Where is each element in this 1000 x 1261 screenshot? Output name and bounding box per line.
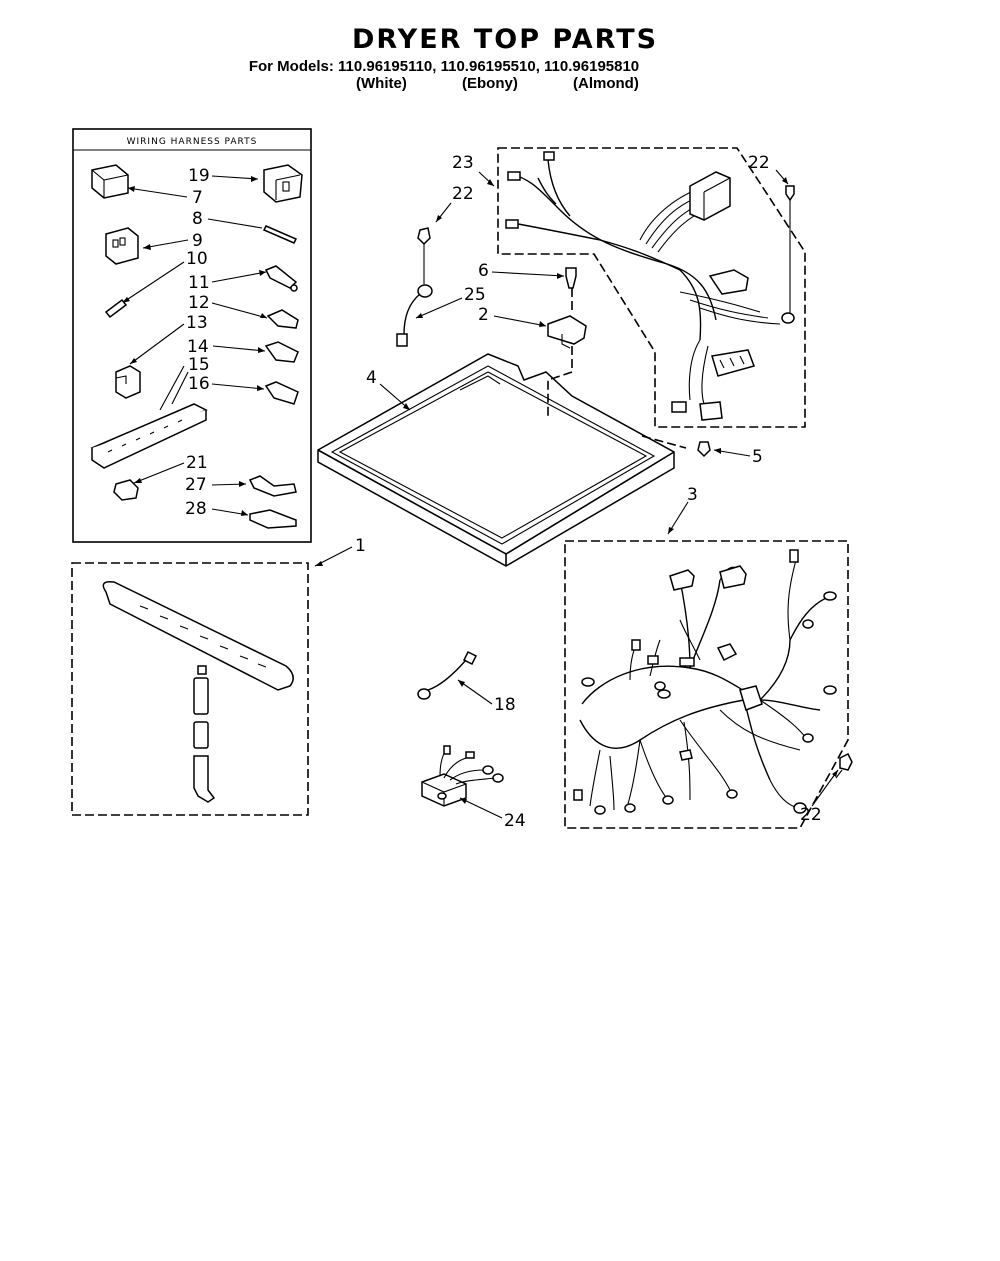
color-almond-label: (Almond) (573, 75, 639, 92)
pin-assembly-icon (193, 665, 216, 803)
connector-19-icon (263, 164, 303, 203)
callout-22-a: 22 (748, 153, 770, 173)
terminal-12-icon (266, 309, 299, 329)
terminal-8-icon (262, 225, 298, 244)
connector-7-icon (91, 164, 129, 199)
connector-block-15-icon (90, 403, 208, 469)
part-1-box: 1 (71, 536, 366, 816)
callout-23: 23 (452, 153, 474, 173)
callout-9: 9 (192, 231, 203, 251)
main-harness-3-box: 3 (564, 485, 853, 829)
connector-13-icon (115, 365, 141, 399)
terminal-10-icon (104, 298, 128, 319)
callout-3: 3 (687, 485, 698, 505)
main-harness-connectors (573, 549, 837, 815)
callout-4: 4 (366, 368, 377, 388)
terminal-block-24: 24 (421, 745, 526, 831)
harness-23-wires (509, 159, 781, 405)
callout-10: 10 (186, 249, 208, 269)
harness-23-connectors (505, 151, 795, 421)
wiring-harness-parts-box: WIRING HARNESS PARTS 19 7 8 9 10 11 12 1… (72, 128, 312, 543)
callout-22-c: 22 (800, 805, 822, 825)
terminal-14-icon (264, 341, 299, 363)
terminal-11-icon (264, 265, 298, 292)
harness-23-box: 23 22 (452, 147, 806, 428)
callout-12: 12 (188, 293, 210, 313)
screw-22-right-icon (785, 185, 795, 314)
dryer-top-panel: 4 (317, 353, 675, 567)
callout-2: 2 (478, 305, 489, 325)
callout-8: 8 (192, 209, 203, 229)
clip-5: 5 (641, 435, 763, 467)
terminal-21-icon (113, 479, 139, 501)
color-white-label: (White) (356, 75, 407, 92)
callout-1: 1 (355, 536, 366, 556)
callout-22-b: 22 (452, 184, 474, 204)
callout-6: 6 (478, 261, 489, 281)
terminal-16-icon (264, 381, 299, 405)
screw-6-and-bracket-2: 6 2 (478, 261, 587, 418)
callout-18: 18 (494, 695, 516, 715)
callout-27: 27 (185, 475, 207, 495)
callout-14: 14 (187, 337, 209, 357)
callout-28: 28 (185, 499, 207, 519)
callout-25: 25 (464, 285, 486, 305)
callout-21: 21 (186, 453, 208, 473)
wiring-box-title: WIRING HARNESS PARTS (127, 137, 258, 147)
connector-9-icon (105, 227, 139, 265)
callout-11: 11 (188, 273, 210, 293)
callout-24: 24 (504, 811, 526, 831)
bracket-bar-icon (102, 580, 294, 691)
main-harness-wires (579, 559, 827, 811)
callout-16: 16 (188, 374, 210, 394)
callout-15: 15 (188, 355, 210, 375)
callout-5: 5 (752, 447, 763, 467)
ground-wire-25-assembly: 22 25 (396, 184, 486, 347)
jumper-wire-18: 18 (417, 650, 516, 715)
callout-13: 13 (186, 313, 208, 333)
terminal-28-icon (249, 509, 297, 529)
color-ebony-label: (Ebony) (462, 75, 518, 92)
callout-19: 19 (188, 166, 210, 186)
screw-22-lower-icon (835, 752, 853, 779)
models-line: For Models: 110.96195110, 110.96195510, … (248, 58, 640, 75)
callout-7: 7 (192, 188, 203, 208)
terminal-27-icon (248, 475, 297, 497)
page-title: DRYER TOP PARTS (351, 24, 659, 55)
